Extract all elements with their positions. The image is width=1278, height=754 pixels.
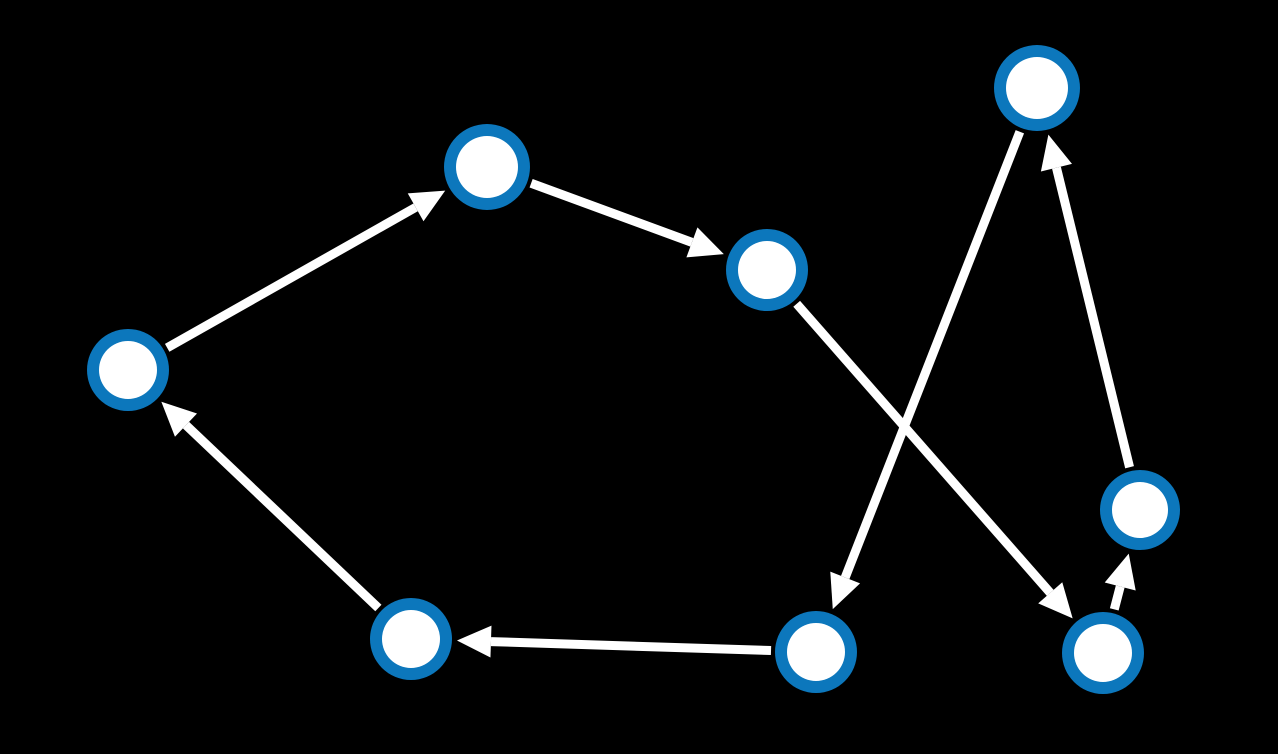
graph-edge	[529, 179, 724, 258]
graph-edge	[830, 130, 1025, 610]
node-core[interactable]	[1112, 482, 1168, 538]
edge-line	[529, 179, 694, 247]
graph-edge	[164, 190, 446, 352]
edge-line	[164, 203, 418, 352]
node-core[interactable]	[1006, 57, 1068, 119]
graph-edge	[1040, 134, 1134, 469]
graph-edge	[161, 401, 382, 612]
edge-arrowhead-icon	[830, 571, 861, 610]
graph-node[interactable]	[444, 124, 530, 210]
graph-node[interactable]	[87, 329, 169, 411]
edge-line	[1052, 166, 1134, 469]
graph-node[interactable]	[726, 229, 808, 311]
graph-node[interactable]	[370, 598, 452, 680]
graph-edge	[456, 625, 772, 658]
edge-arrowhead-icon	[407, 190, 446, 222]
edge-line	[793, 300, 1054, 596]
node-core[interactable]	[787, 623, 845, 681]
node-core[interactable]	[1074, 624, 1132, 682]
node-layer	[87, 45, 1180, 694]
edge-arrowhead-icon	[456, 625, 492, 658]
edge-arrowhead-icon	[1038, 582, 1073, 619]
edge-arrowhead-icon	[1040, 134, 1072, 172]
graph-edge	[1104, 553, 1136, 611]
node-core[interactable]	[738, 241, 796, 299]
edge-layer	[161, 130, 1136, 658]
node-core[interactable]	[99, 341, 157, 399]
graph-node[interactable]	[1100, 470, 1180, 550]
graph-node[interactable]	[1062, 612, 1144, 694]
edge-line	[1109, 585, 1125, 611]
edge-arrowhead-icon	[1104, 553, 1136, 591]
edge-line	[490, 637, 772, 656]
node-core[interactable]	[456, 136, 518, 198]
edge-arrowhead-icon	[161, 401, 198, 437]
edge-arrowhead-icon	[686, 227, 724, 258]
edge-line	[841, 130, 1025, 580]
edge-line	[182, 421, 382, 612]
graph-edge	[793, 300, 1073, 619]
node-core[interactable]	[382, 610, 440, 668]
graph-node[interactable]	[994, 45, 1080, 131]
graph-node[interactable]	[775, 611, 857, 693]
